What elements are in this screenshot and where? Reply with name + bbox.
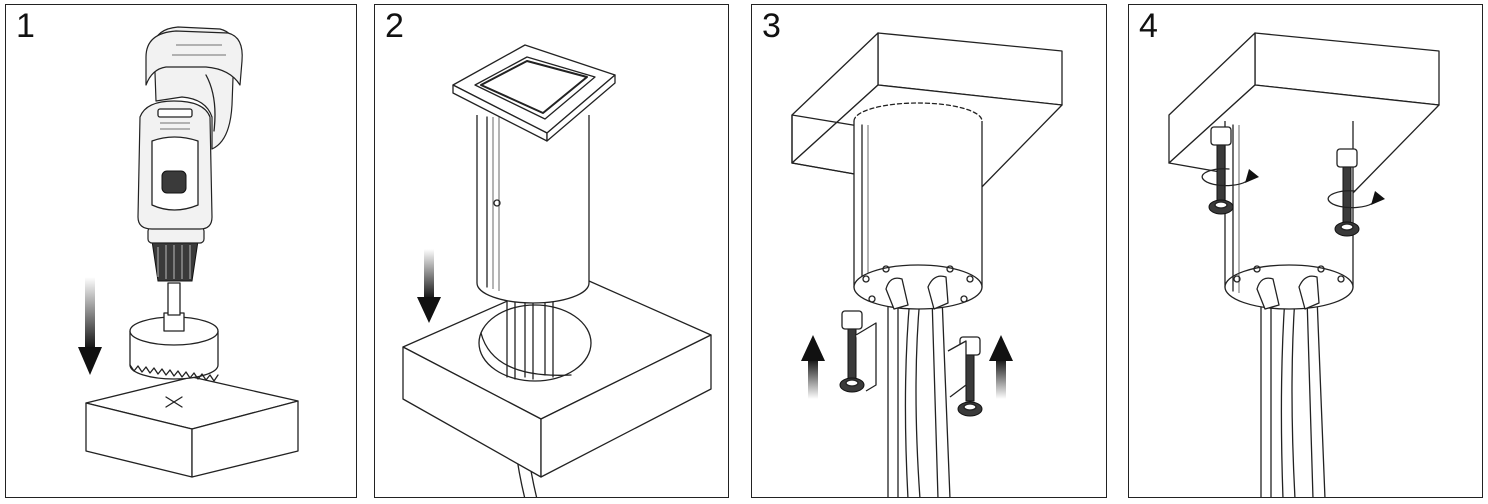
pop-up-socket [853,102,983,310]
cables [1260,296,1326,497]
step-3-number: 3 [762,7,781,45]
cordless-drill [137,26,243,282]
left-clamp [839,310,877,393]
cutout-hole [478,304,592,382]
step-1-panel: 1 [5,4,357,498]
cables [506,294,554,380]
step-2-panel: 2 [374,4,729,498]
hole-saw [129,312,219,382]
up-arrow-left [801,335,825,399]
step-2-illustration [402,44,712,497]
drill-mark-x [165,396,183,408]
down-arrow [78,277,102,375]
right-clamp [1327,148,1385,237]
step-4-panel: 4 [1128,4,1483,498]
step-4-number: 4 [1139,7,1158,45]
left-clamp [1201,126,1259,215]
step-2-number: 2 [385,7,404,45]
step-3-panel: 3 [751,4,1107,498]
step-1-number: 1 [16,7,35,45]
step-1-illustration [78,26,299,478]
drill-bit [167,282,181,316]
down-arrow [417,249,441,323]
cables [887,296,951,497]
worktop-block [85,376,299,478]
step-3-illustration [791,32,1063,497]
pop-up-socket [452,44,616,304]
step-4-illustration [1168,32,1440,497]
right-clamp [947,336,983,417]
up-arrow-right [989,335,1013,399]
pop-up-socket [1224,121,1354,310]
